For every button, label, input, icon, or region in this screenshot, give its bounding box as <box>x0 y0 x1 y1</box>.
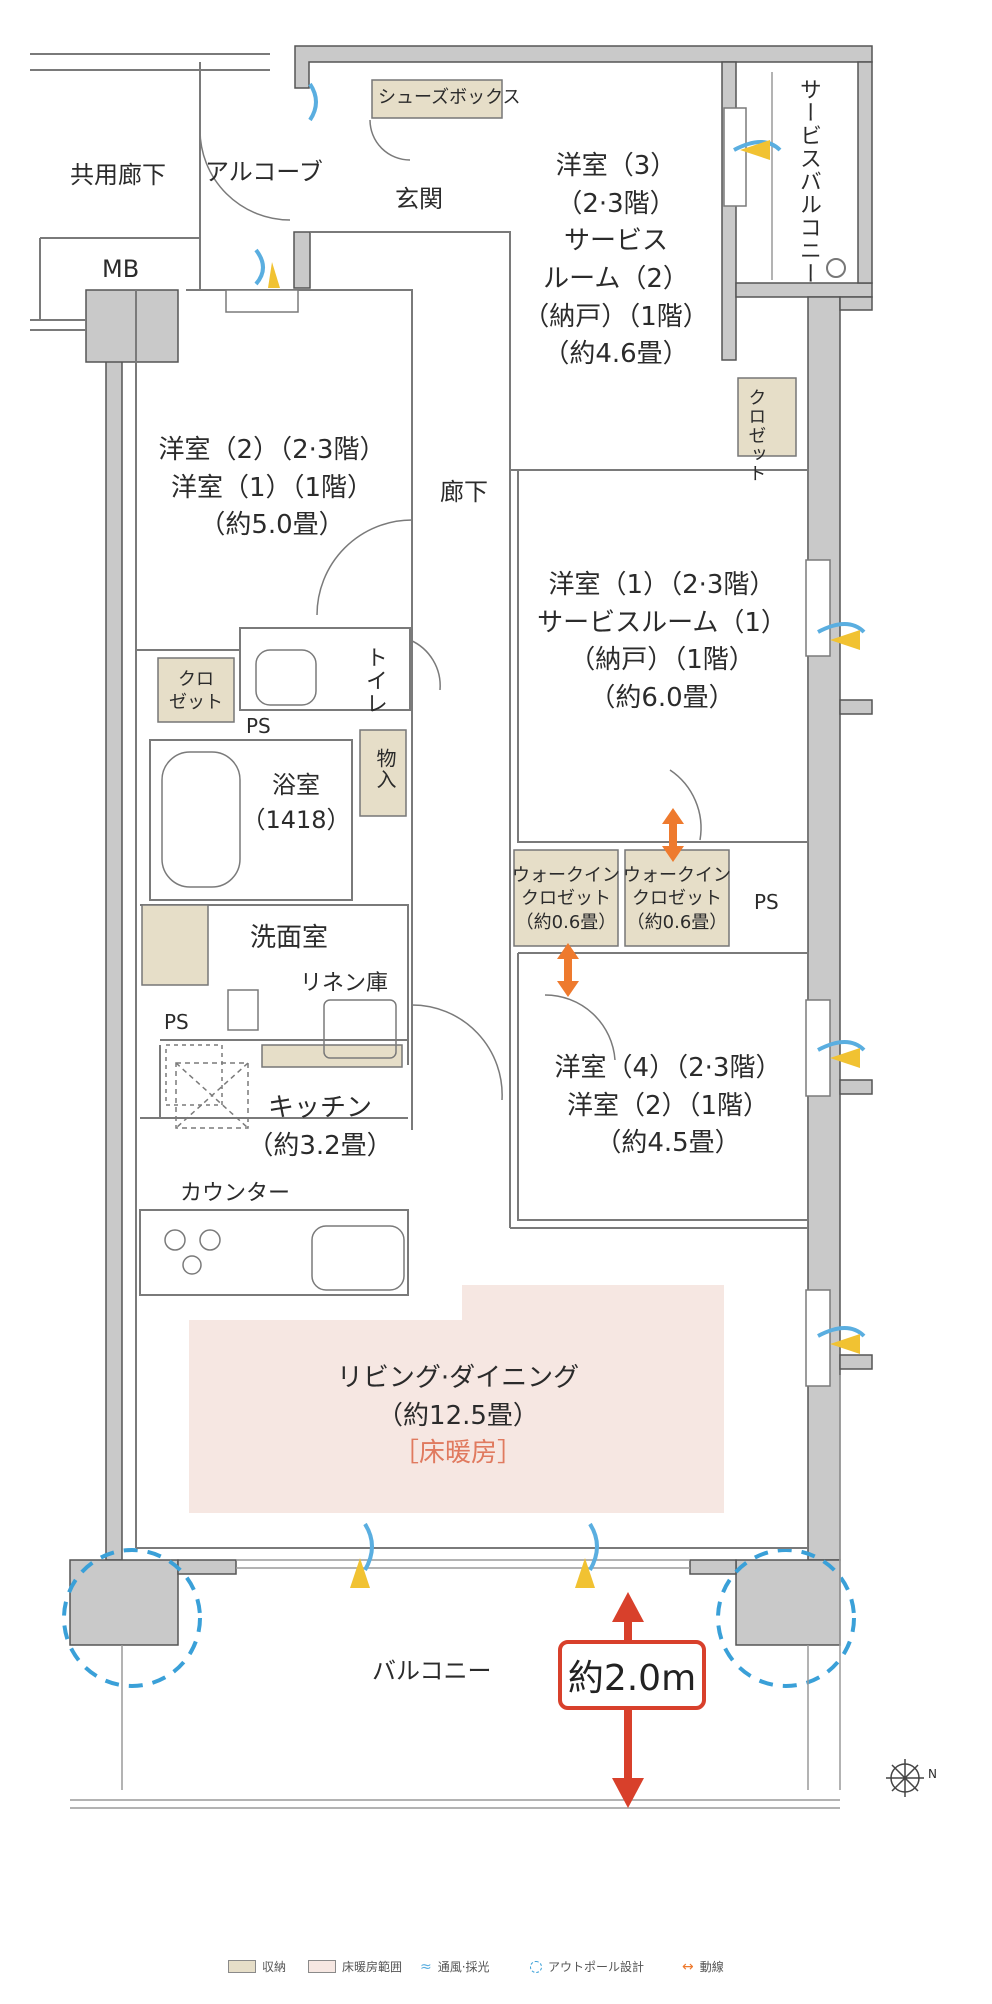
bathroom-fixtures <box>161 649 397 1106</box>
kitchen-fixtures <box>164 1062 405 1291</box>
legend-storage: 収納 <box>228 1958 286 1975</box>
label-storage-room: 物入 <box>373 748 397 790</box>
drain-icon <box>826 258 846 278</box>
label-ps-upper: PS <box>246 714 271 738</box>
label-balcony: バルコニー <box>372 1657 492 1685</box>
outpole-icon <box>530 1960 542 1973</box>
depth-badge: 約2.0m <box>558 1640 706 1710</box>
label-western4: 洋室（4）（2·3階） 洋室（2）（1階） （約4.5畳） <box>554 1053 782 1159</box>
legend-outpole: アウトポール設計 <box>530 1958 644 1975</box>
label-entrance: 玄関 <box>395 185 443 213</box>
floor-heating-area <box>189 1285 724 1513</box>
depth-arrow <box>612 1592 644 1808</box>
legend-floor-heating: 床暖房範囲 <box>308 1958 402 1975</box>
label-toilet: トイレ <box>361 646 387 715</box>
label-mb: MB <box>102 255 140 283</box>
label-bath: 浴室 （1418） <box>241 771 351 834</box>
label-wic-left: ウォークイン クロゼット （約0.6畳） <box>512 865 620 933</box>
door-swings <box>199 119 702 1101</box>
label-washroom: 洗面室 <box>250 923 329 953</box>
label-ps-right: PS <box>754 890 779 914</box>
compass-label: N <box>928 1767 937 1781</box>
label-shoe-box: シューズボックス <box>378 87 521 108</box>
label-western3: 洋室（3） （2·3階） サービス ルーム（2） （納戸）（1階） （約4.6畳… <box>523 151 709 370</box>
label-closet-left: クロ ゼット <box>169 669 223 714</box>
airflow-icon: ≈ <box>420 1958 432 1975</box>
label-wic-right: ウォークイン クロゼット （約0.6畳） <box>623 865 731 933</box>
label-western2: 洋室（2）（2·3階） 洋室（1）（1階） （約5.0畳） <box>158 435 386 541</box>
balcony-railing <box>70 72 841 1809</box>
label-corridor: 廊下 <box>440 478 488 506</box>
legend-route: ↔ 動線 <box>682 1958 724 1975</box>
label-closet-right: クロゼット <box>745 388 767 483</box>
compass-icon <box>886 1759 924 1797</box>
label-living: リビング·ダイニング （約12.5畳） ［床暖房］ <box>336 1363 580 1469</box>
outpole-markers <box>62 1548 856 1688</box>
label-kitchen: キッチン （約3.2畳） <box>247 1093 393 1161</box>
label-western1: 洋室（1）（2·3階） サービスルーム（1） （納戸）（1階） （約6.0畳） <box>537 570 787 714</box>
label-alcove: アルコーブ <box>205 158 323 186</box>
label-counter: カウンター <box>180 1181 291 1206</box>
legend: 収納 床暖房範囲 ≈ 通風·採光 アウトポール設計 ↔ 動線 <box>0 1958 992 1982</box>
windows <box>225 107 831 1387</box>
airflow-markers <box>254 82 866 1588</box>
label-service-balcony: サービスバルコニー <box>795 78 821 285</box>
route-arrows <box>557 808 684 997</box>
label-common-corridor: 共用廊下 <box>70 161 166 189</box>
route-icon: ↔ <box>682 1958 694 1975</box>
legend-airflow: ≈ 通風·採光 <box>420 1958 490 1975</box>
legend-swatch-storage <box>228 1960 256 1973</box>
legend-swatch-floor-heating <box>308 1960 336 1973</box>
storage-boxes <box>141 79 797 1068</box>
label-linen: リネン庫 <box>300 971 389 996</box>
label-ps-lower: PS <box>164 1010 189 1034</box>
